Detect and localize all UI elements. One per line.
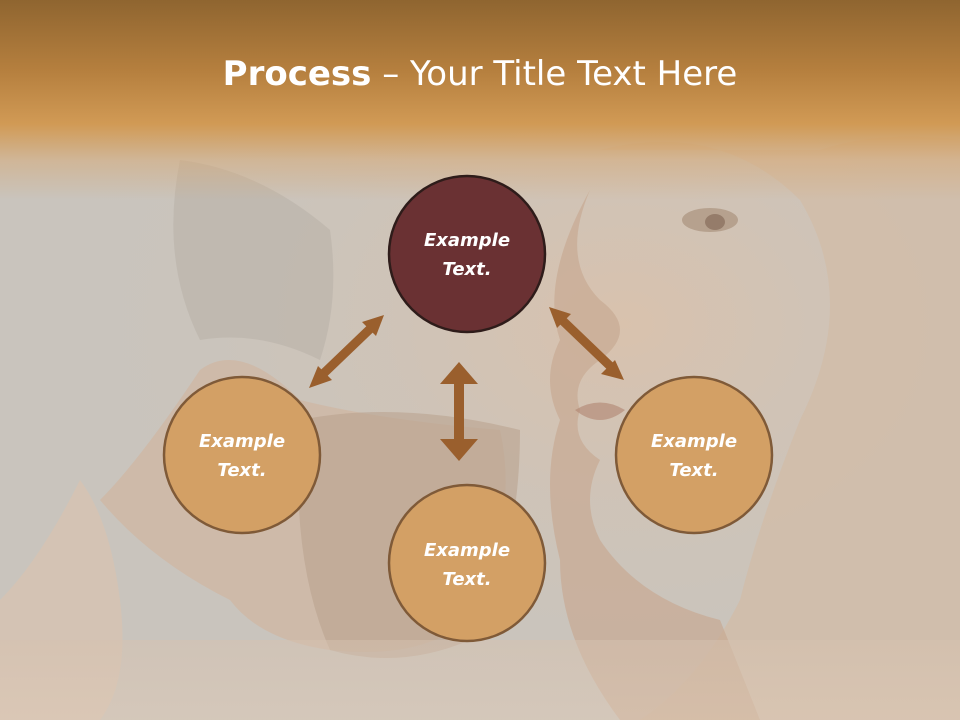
node-top: Example Text. — [387, 174, 547, 334]
node-bottom-line1: Example — [424, 540, 510, 561]
title-bold: Process — [222, 54, 372, 94]
page-title: Process – Your Title Text Here — [0, 52, 960, 96]
title-band — [0, 0, 960, 200]
node-right-line1: Example — [651, 431, 737, 452]
node-left-line2: Text. — [217, 460, 266, 481]
node-bottom-line2: Text. — [442, 569, 491, 590]
title-separator: – — [371, 54, 411, 94]
title-rest: Your Title Text Here — [410, 54, 738, 94]
arrow-top-right — [549, 307, 624, 380]
arrow-vertical — [440, 362, 478, 461]
node-top-line2: Text. — [442, 259, 491, 280]
node-right: Example Text. — [614, 375, 774, 535]
node-bottom: Example Text. — [387, 483, 547, 643]
node-top-line1: Example — [424, 230, 510, 251]
node-right-line2: Text. — [669, 460, 718, 481]
arrow-top-left — [309, 315, 384, 388]
node-left: Example Text. — [162, 375, 322, 535]
node-left-line1: Example — [199, 431, 285, 452]
